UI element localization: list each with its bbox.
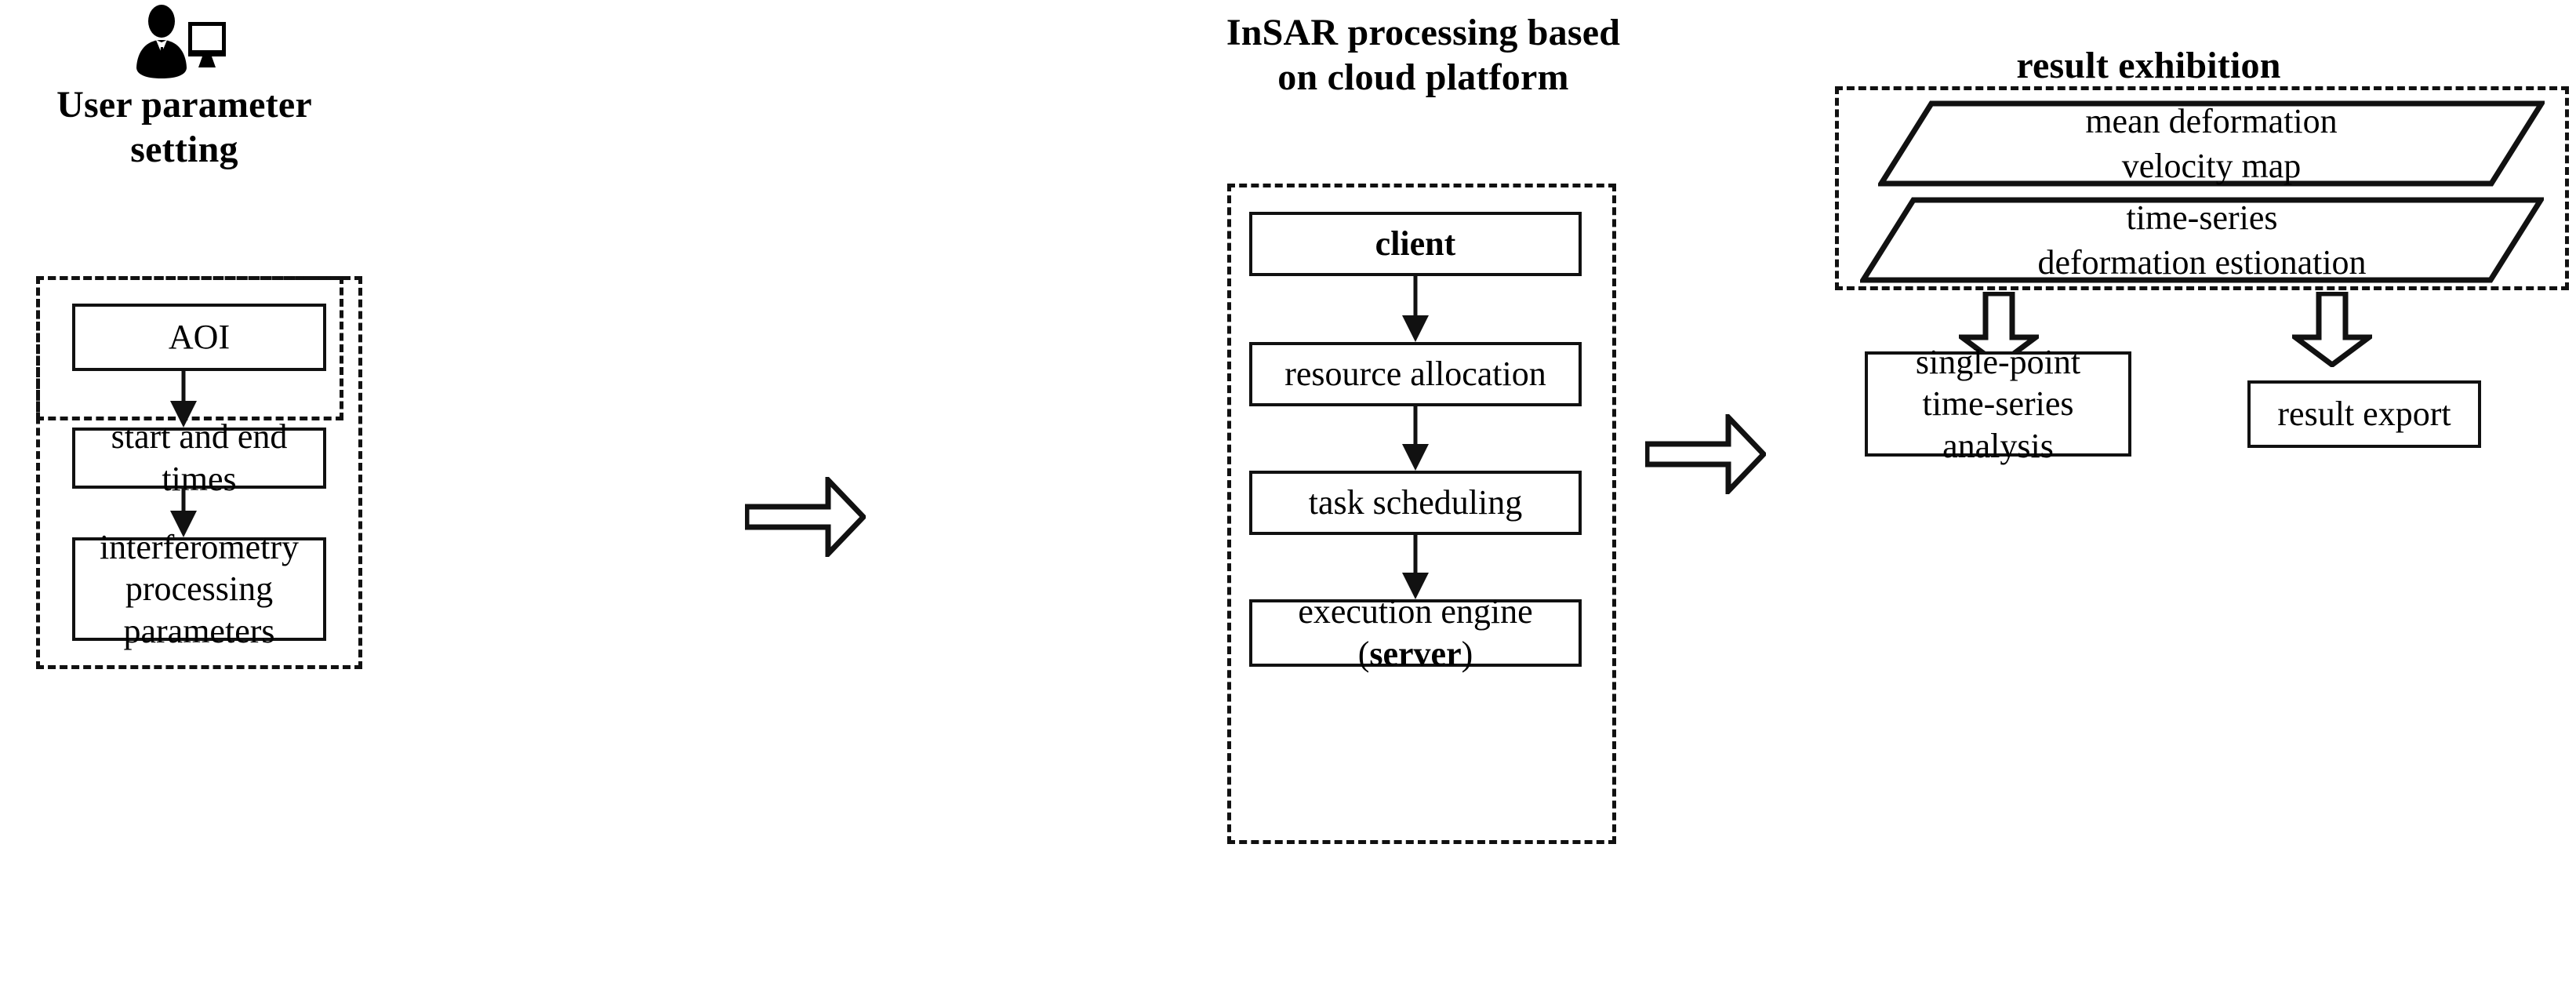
node-start-end-times[interactable]: start and end times — [72, 417, 326, 498]
node-interferometry-parameters-line2: parameters — [123, 611, 275, 650]
node-start-end-times-label: start and end times — [111, 417, 288, 498]
node-task-scheduling[interactable]: task scheduling — [1249, 471, 1582, 535]
user-parameter-setting-heading: User parameter setting — [56, 84, 312, 170]
node-timeseries-line2: deformation estionation — [2037, 243, 2367, 282]
node-single-point-analysis[interactable]: single-point time-series analysis — [1865, 343, 2131, 465]
node-execution-engine-suffix: ) — [1461, 635, 1473, 673]
user-with-monitor-icon — [135, 5, 229, 80]
node-interferometry-parameters-label: interferometry processing parameters — [75, 526, 323, 653]
node-single-point-analysis-label: single-point time-series analysis — [1905, 341, 2091, 468]
arrow-times-to-params — [168, 489, 199, 537]
node-single-point-line2: time-series — [1922, 384, 2074, 424]
node-velocity-map-line2: velocity map — [2121, 147, 2302, 185]
connector-result-to-export-arrow — [2292, 292, 2372, 367]
node-client[interactable]: client — [1249, 212, 1582, 276]
node-resource-allocation[interactable]: resource allocation — [1249, 342, 1582, 406]
node-interferometry-parameters-line1: interferometry processing — [99, 527, 300, 609]
node-velocity-map-line1: mean deformation — [2085, 101, 2338, 140]
node-client-label: client — [1375, 224, 1456, 264]
node-mean-deformation-velocity-map[interactable]: mean deformation velocity map — [1878, 100, 2545, 187]
node-result-export[interactable]: result export — [2247, 380, 2481, 448]
node-execution-engine-prefix: execution engine ( — [1298, 592, 1533, 673]
node-aoi[interactable]: AOI — [72, 304, 326, 371]
node-timeseries-deformation-estionation-label: time-series deformation estionation — [1860, 197, 2544, 283]
node-execution-engine-server: server — [1369, 635, 1462, 673]
node-timeseries-deformation-estionation[interactable]: time-series deformation estionation — [1860, 197, 2544, 283]
node-resource-allocation-label: resource allocation — [1284, 355, 1546, 394]
result-exhibition-heading: result exhibition — [2016, 45, 2281, 86]
node-execution-engine-label: execution engine (server) — [1252, 591, 1579, 675]
node-execution-engine[interactable]: execution engine (server) — [1249, 592, 1582, 673]
arrow-client-to-resource — [1400, 276, 1431, 342]
arrow-task-to-engine — [1400, 535, 1431, 599]
insar-processing-heading: InSAR processing based on cloud platform — [1204, 11, 1643, 100]
node-task-scheduling-label: task scheduling — [1308, 483, 1523, 522]
node-result-export-label: result export — [2277, 395, 2451, 434]
insar-processing-heading-line2: on cloud platform — [1277, 56, 1569, 98]
result-exhibition-frame — [1835, 86, 2569, 290]
node-single-point-line3: analysis — [1942, 426, 2054, 465]
connector-setting-to-insar-arrow — [745, 477, 866, 557]
node-aoi-label: AOI — [168, 318, 231, 357]
insar-processing-heading-line1: InSAR processing based — [1226, 12, 1621, 53]
connector-result-to-single-point-arrow — [1959, 292, 2039, 367]
arrow-aoi-to-times — [168, 371, 199, 428]
node-interferometry-parameters[interactable]: interferometry processing parameters — [72, 528, 326, 650]
user-parameter-setting-frame — [36, 276, 362, 669]
node-single-point-line1: single-point — [1915, 342, 2081, 381]
node-timeseries-line1: time-series — [2126, 198, 2278, 237]
connector-insar-to-result-arrow — [1645, 414, 1766, 494]
insar-processing-frame — [1227, 184, 1616, 844]
arrow-resource-to-task — [1400, 406, 1431, 471]
node-mean-deformation-velocity-map-label: mean deformation velocity map — [1878, 100, 2545, 187]
